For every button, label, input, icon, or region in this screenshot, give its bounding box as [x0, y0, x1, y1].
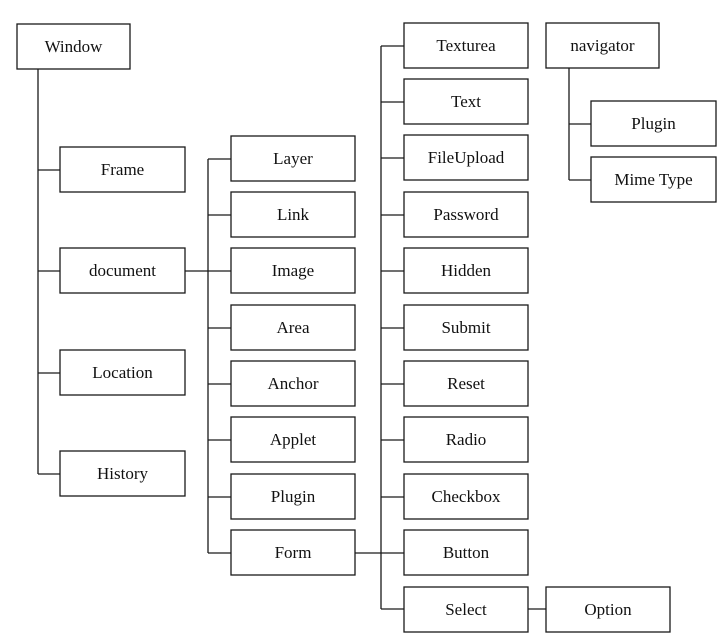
node-applet-label: Applet	[270, 430, 317, 449]
node-text: Text	[403, 78, 529, 125]
node-history: History	[59, 450, 186, 497]
node-form-label: Form	[275, 543, 312, 562]
node-plugin-document-label: Plugin	[271, 487, 316, 506]
node-password-label: Password	[433, 205, 499, 224]
node-document-label: document	[89, 261, 156, 280]
node-hidden-label: Hidden	[441, 261, 492, 280]
node-link-label: Link	[277, 205, 310, 224]
node-option-label: Option	[584, 600, 632, 619]
node-button: Button	[403, 529, 529, 576]
node-fileupload-label: FileUpload	[428, 148, 505, 167]
node-hidden: Hidden	[403, 247, 529, 294]
node-checkbox: Checkbox	[403, 473, 529, 520]
node-submit: Submit	[403, 304, 529, 351]
node-window: Window	[16, 23, 131, 70]
node-checkbox-label: Checkbox	[432, 487, 501, 506]
node-layer-label: Layer	[273, 149, 313, 168]
node-frame-label: Frame	[101, 160, 144, 179]
node-mime-type: Mime Type	[590, 156, 717, 203]
node-document: document	[59, 247, 186, 294]
node-texturea: Texturea	[403, 22, 529, 69]
node-submit-label: Submit	[441, 318, 490, 337]
node-history-label: History	[97, 464, 149, 483]
node-area: Area	[230, 304, 356, 351]
node-anchor: Anchor	[230, 360, 356, 407]
node-layer: Layer	[230, 135, 356, 182]
node-window-label: Window	[45, 37, 104, 56]
node-texturea-label: Texturea	[436, 36, 496, 55]
node-reset-label: Reset	[447, 374, 485, 393]
node-image-label: Image	[272, 261, 314, 280]
node-radio: Radio	[403, 416, 529, 463]
node-anchor-label: Anchor	[268, 374, 319, 393]
node-frame: Frame	[59, 146, 186, 193]
node-area-label: Area	[276, 318, 309, 337]
node-button-label: Button	[443, 543, 490, 562]
node-radio-label: Radio	[446, 430, 487, 449]
node-navigator-label: navigator	[570, 36, 635, 55]
node-applet: Applet	[230, 416, 356, 463]
node-reset: Reset	[403, 360, 529, 407]
node-plugin-document: Plugin	[230, 473, 356, 520]
node-select-label: Select	[445, 600, 487, 619]
node-navigator: navigator	[545, 22, 660, 69]
node-option: Option	[545, 586, 671, 633]
node-form: Form	[230, 529, 356, 576]
node-mime-type-label: Mime Type	[614, 170, 692, 189]
node-plugin-navigator-label: Plugin	[631, 114, 676, 133]
node-image: Image	[230, 247, 356, 294]
node-location: Location	[59, 349, 186, 396]
node-plugin-navigator: Plugin	[590, 100, 717, 147]
node-select: Select	[403, 586, 529, 633]
node-text-label: Text	[451, 92, 481, 111]
node-fileupload: FileUpload	[403, 134, 529, 181]
node-link: Link	[230, 191, 356, 238]
connectors	[37, 45, 591, 610]
node-password: Password	[403, 191, 529, 238]
node-location-label: Location	[92, 363, 153, 382]
